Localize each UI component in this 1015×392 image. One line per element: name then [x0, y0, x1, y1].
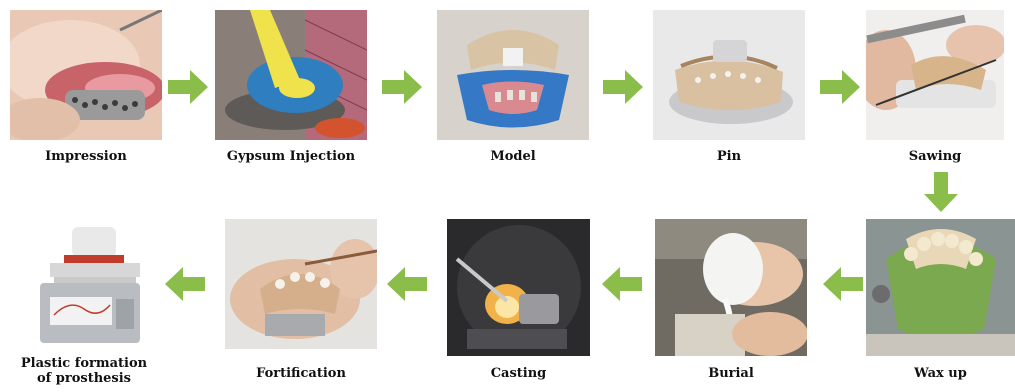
arrow-left-icon — [602, 267, 642, 301]
step-label-plastic-formation: Plastic formation of prosthesis — [14, 356, 154, 386]
step-label-model: Model — [437, 149, 589, 164]
casting-photo — [447, 219, 590, 356]
wax-up-photo — [866, 219, 1015, 356]
arrow-right-icon — [603, 70, 643, 104]
burial-photo — [655, 219, 807, 356]
step-label-impression: Impression — [10, 149, 162, 164]
step-label-casting: Casting — [447, 366, 590, 381]
plastic-formation-photo — [20, 219, 148, 349]
gypsum-injection-photo — [215, 10, 367, 140]
model-photo — [437, 10, 589, 140]
arrow-left-icon — [165, 267, 205, 301]
arrow-right-icon — [168, 70, 208, 104]
arrow-left-icon — [387, 267, 427, 301]
arrow-right-icon — [382, 70, 422, 104]
step-label-sawing: Sawing — [866, 149, 1004, 164]
step-label-pin: Pin — [653, 149, 805, 164]
arrow-right-icon — [820, 70, 860, 104]
impression-photo — [10, 10, 162, 140]
fortification-photo — [225, 219, 377, 349]
step-label-fortification: Fortification — [225, 366, 377, 381]
step-label-gypsum-injection: Gypsum Injection — [215, 149, 367, 164]
step-label-wax-up: Wax up — [866, 366, 1015, 381]
sawing-photo — [866, 10, 1004, 140]
step-label-burial: Burial — [655, 366, 807, 381]
arrow-down-icon — [924, 172, 958, 212]
pin-photo — [653, 10, 805, 140]
arrow-left-icon — [823, 267, 863, 301]
